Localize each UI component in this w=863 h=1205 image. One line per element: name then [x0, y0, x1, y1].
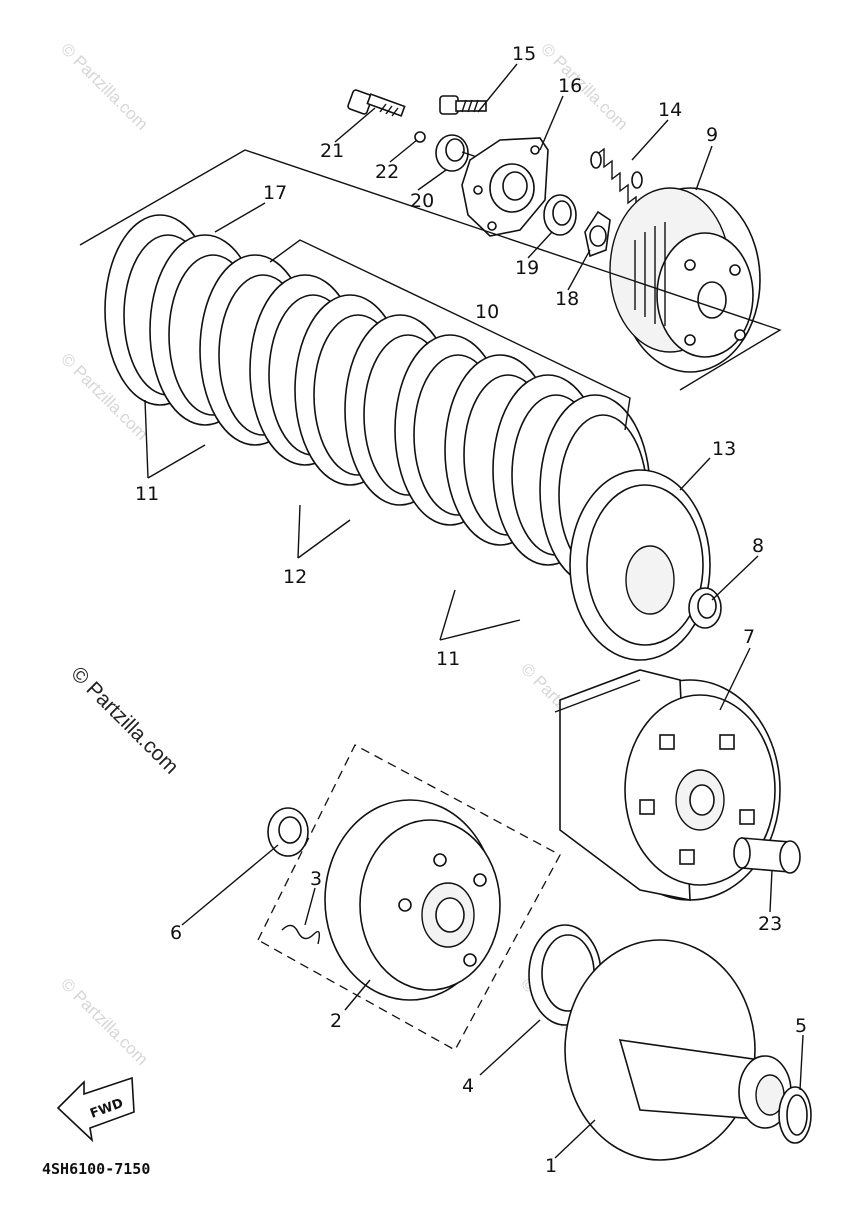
- leader-lines: [79, 63, 804, 1159]
- bolt-21: [347, 89, 406, 117]
- bearing-20: [435, 134, 481, 172]
- circlip-8: [688, 587, 722, 629]
- callout-15: 15: [512, 43, 536, 65]
- callout-13: 13: [712, 438, 736, 460]
- callout-7: 7: [743, 626, 755, 648]
- nut-6: [267, 807, 309, 857]
- watermark-text: © Partzilla.com: [57, 974, 151, 1068]
- spring-3: [281, 924, 321, 945]
- callout-23: 23: [758, 913, 782, 935]
- watermark-text: © Partzilla.com: [537, 39, 631, 133]
- plate-stack: [104, 214, 651, 586]
- collar-23: [733, 837, 801, 874]
- callout-9: 9: [706, 124, 718, 146]
- callout-20: 20: [410, 190, 434, 212]
- callout-2: 2: [330, 1010, 342, 1032]
- callout-14: 14: [658, 99, 682, 121]
- callout-21: 21: [320, 140, 344, 162]
- callout-19: 19: [515, 257, 539, 279]
- pressure-plate-16: [461, 137, 549, 237]
- callout-4: 4: [462, 1075, 474, 1097]
- callout-3: 3: [310, 868, 322, 890]
- dashed-group-2: [257, 744, 561, 1051]
- clutch-boss-9: [609, 187, 761, 373]
- callout-11-upper: 11: [135, 483, 159, 505]
- spring-14: [590, 147, 643, 211]
- callout-12: 12: [283, 566, 307, 588]
- fwd-arrow-icon: FWD: [56, 1076, 135, 1143]
- ring-5: [778, 1086, 812, 1144]
- washer-19: [543, 194, 577, 236]
- callout-17: 17: [263, 182, 287, 204]
- plate-13: [569, 469, 711, 661]
- watermark-main: © Partzilla.com: [66, 662, 182, 778]
- drawing-code: 4SH6100-7150: [42, 1160, 150, 1178]
- callout-8: 8: [752, 535, 764, 557]
- bolt-15: [439, 95, 487, 115]
- lock-washer-18: [584, 210, 611, 258]
- callout-11-lower: 11: [436, 648, 460, 670]
- callout-1: 1: [545, 1155, 557, 1177]
- callout-22: 22: [375, 161, 399, 183]
- callout-labels: 15 16 14 9 21 22 20 17 19 18 10 13 11 8 …: [135, 43, 807, 1177]
- pin-22: [414, 131, 426, 143]
- callout-10: 10: [475, 301, 499, 323]
- callout-16: 16: [558, 75, 582, 97]
- watermark-text: © Partzilla.com: [57, 39, 151, 133]
- one-way-clutch-2: [324, 799, 501, 1001]
- callout-18: 18: [555, 288, 579, 310]
- gear-1: [564, 939, 792, 1161]
- callout-6: 6: [170, 922, 182, 944]
- callout-5: 5: [795, 1015, 807, 1037]
